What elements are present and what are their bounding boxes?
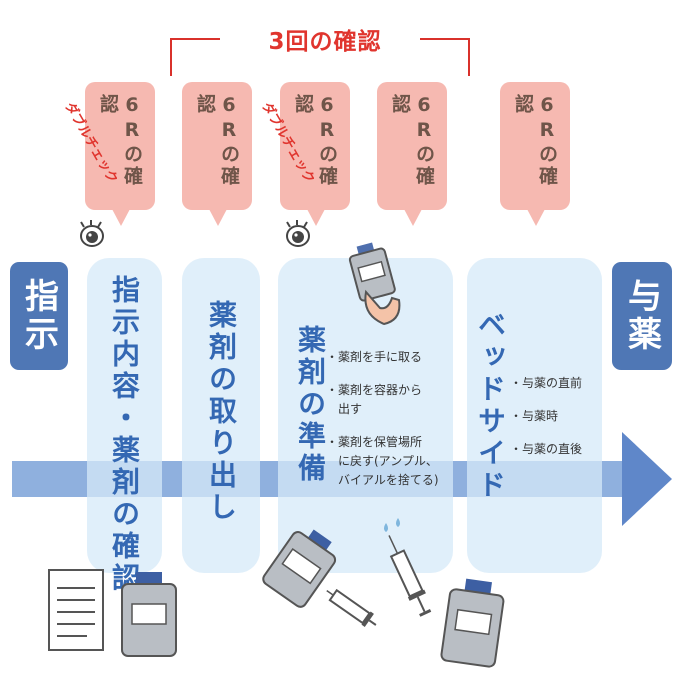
bullet-item: ・薬剤を容器から 出す xyxy=(326,383,423,416)
stage-column-1 xyxy=(87,258,162,573)
bracket-line-right xyxy=(420,38,470,40)
vial-icon xyxy=(121,572,177,657)
bullet-item: ・与薬の直前 xyxy=(510,376,583,390)
bracket-tick-left xyxy=(170,38,172,76)
balloon-label: 6Rの確認 xyxy=(97,94,143,188)
eye-icon xyxy=(80,220,104,247)
vial-icon xyxy=(440,578,505,668)
flow-arrow-head xyxy=(622,432,672,526)
balloon-check-2: 6Rの確認 xyxy=(182,82,252,226)
stage-title-4: ベッドサイド xyxy=(474,310,507,502)
stage-column-2 xyxy=(182,258,260,573)
bracket-title: 3回の確認 xyxy=(268,29,382,55)
balloon-label: 6Rの確認 xyxy=(292,94,338,188)
vial-icon xyxy=(262,529,337,608)
bracket-tick-right xyxy=(468,38,470,76)
bullet-item: ・薬剤を保管場所 に戻す(アンプル、 バイアルを捨てる) xyxy=(326,435,439,487)
stage-column-4 xyxy=(467,258,602,573)
stage-4-bullets: ・与薬の直前 ・与薬時 ・与薬の直後 xyxy=(510,374,602,473)
vial-in-hand-icon xyxy=(348,242,401,326)
end-label: 与薬 xyxy=(612,262,672,370)
stage-title-1: 指示内容・薬剤の確認 xyxy=(108,275,141,595)
balloon-check-1: 6Rの確認 xyxy=(85,82,155,226)
balloon-label: 6Rの確認 xyxy=(389,94,435,188)
syringe-icon xyxy=(384,518,432,617)
balloon-label: 6Rの確認 xyxy=(512,94,558,188)
stage-title-3: 薬剤の準備 xyxy=(294,325,327,485)
balloon-check-4: 6Rの確認 xyxy=(377,82,447,226)
bullet-item: ・与薬時 xyxy=(510,409,559,423)
start-label: 指示 xyxy=(10,262,68,370)
bracket-line-left xyxy=(170,38,220,40)
balloon-check-5: 6Rの確認 xyxy=(500,82,570,226)
bullet-item: ・薬剤を手に取る xyxy=(326,350,423,364)
document-icon xyxy=(48,569,104,651)
bullet-item: ・与薬の直後 xyxy=(510,442,583,456)
stage-3-bullets: ・薬剤を手に取る ・薬剤を容器から 出す ・薬剤を保管場所 に戻す(アンプル、 … xyxy=(326,348,454,504)
stage-column-3 xyxy=(278,258,453,573)
balloon-check-3: 6Rの確認 xyxy=(280,82,350,226)
stage-title-2: 薬剤の取り出し xyxy=(205,300,238,524)
balloon-label: 6Rの確認 xyxy=(194,94,240,188)
eye-icon xyxy=(286,220,310,247)
syringe-icon xyxy=(326,588,377,627)
